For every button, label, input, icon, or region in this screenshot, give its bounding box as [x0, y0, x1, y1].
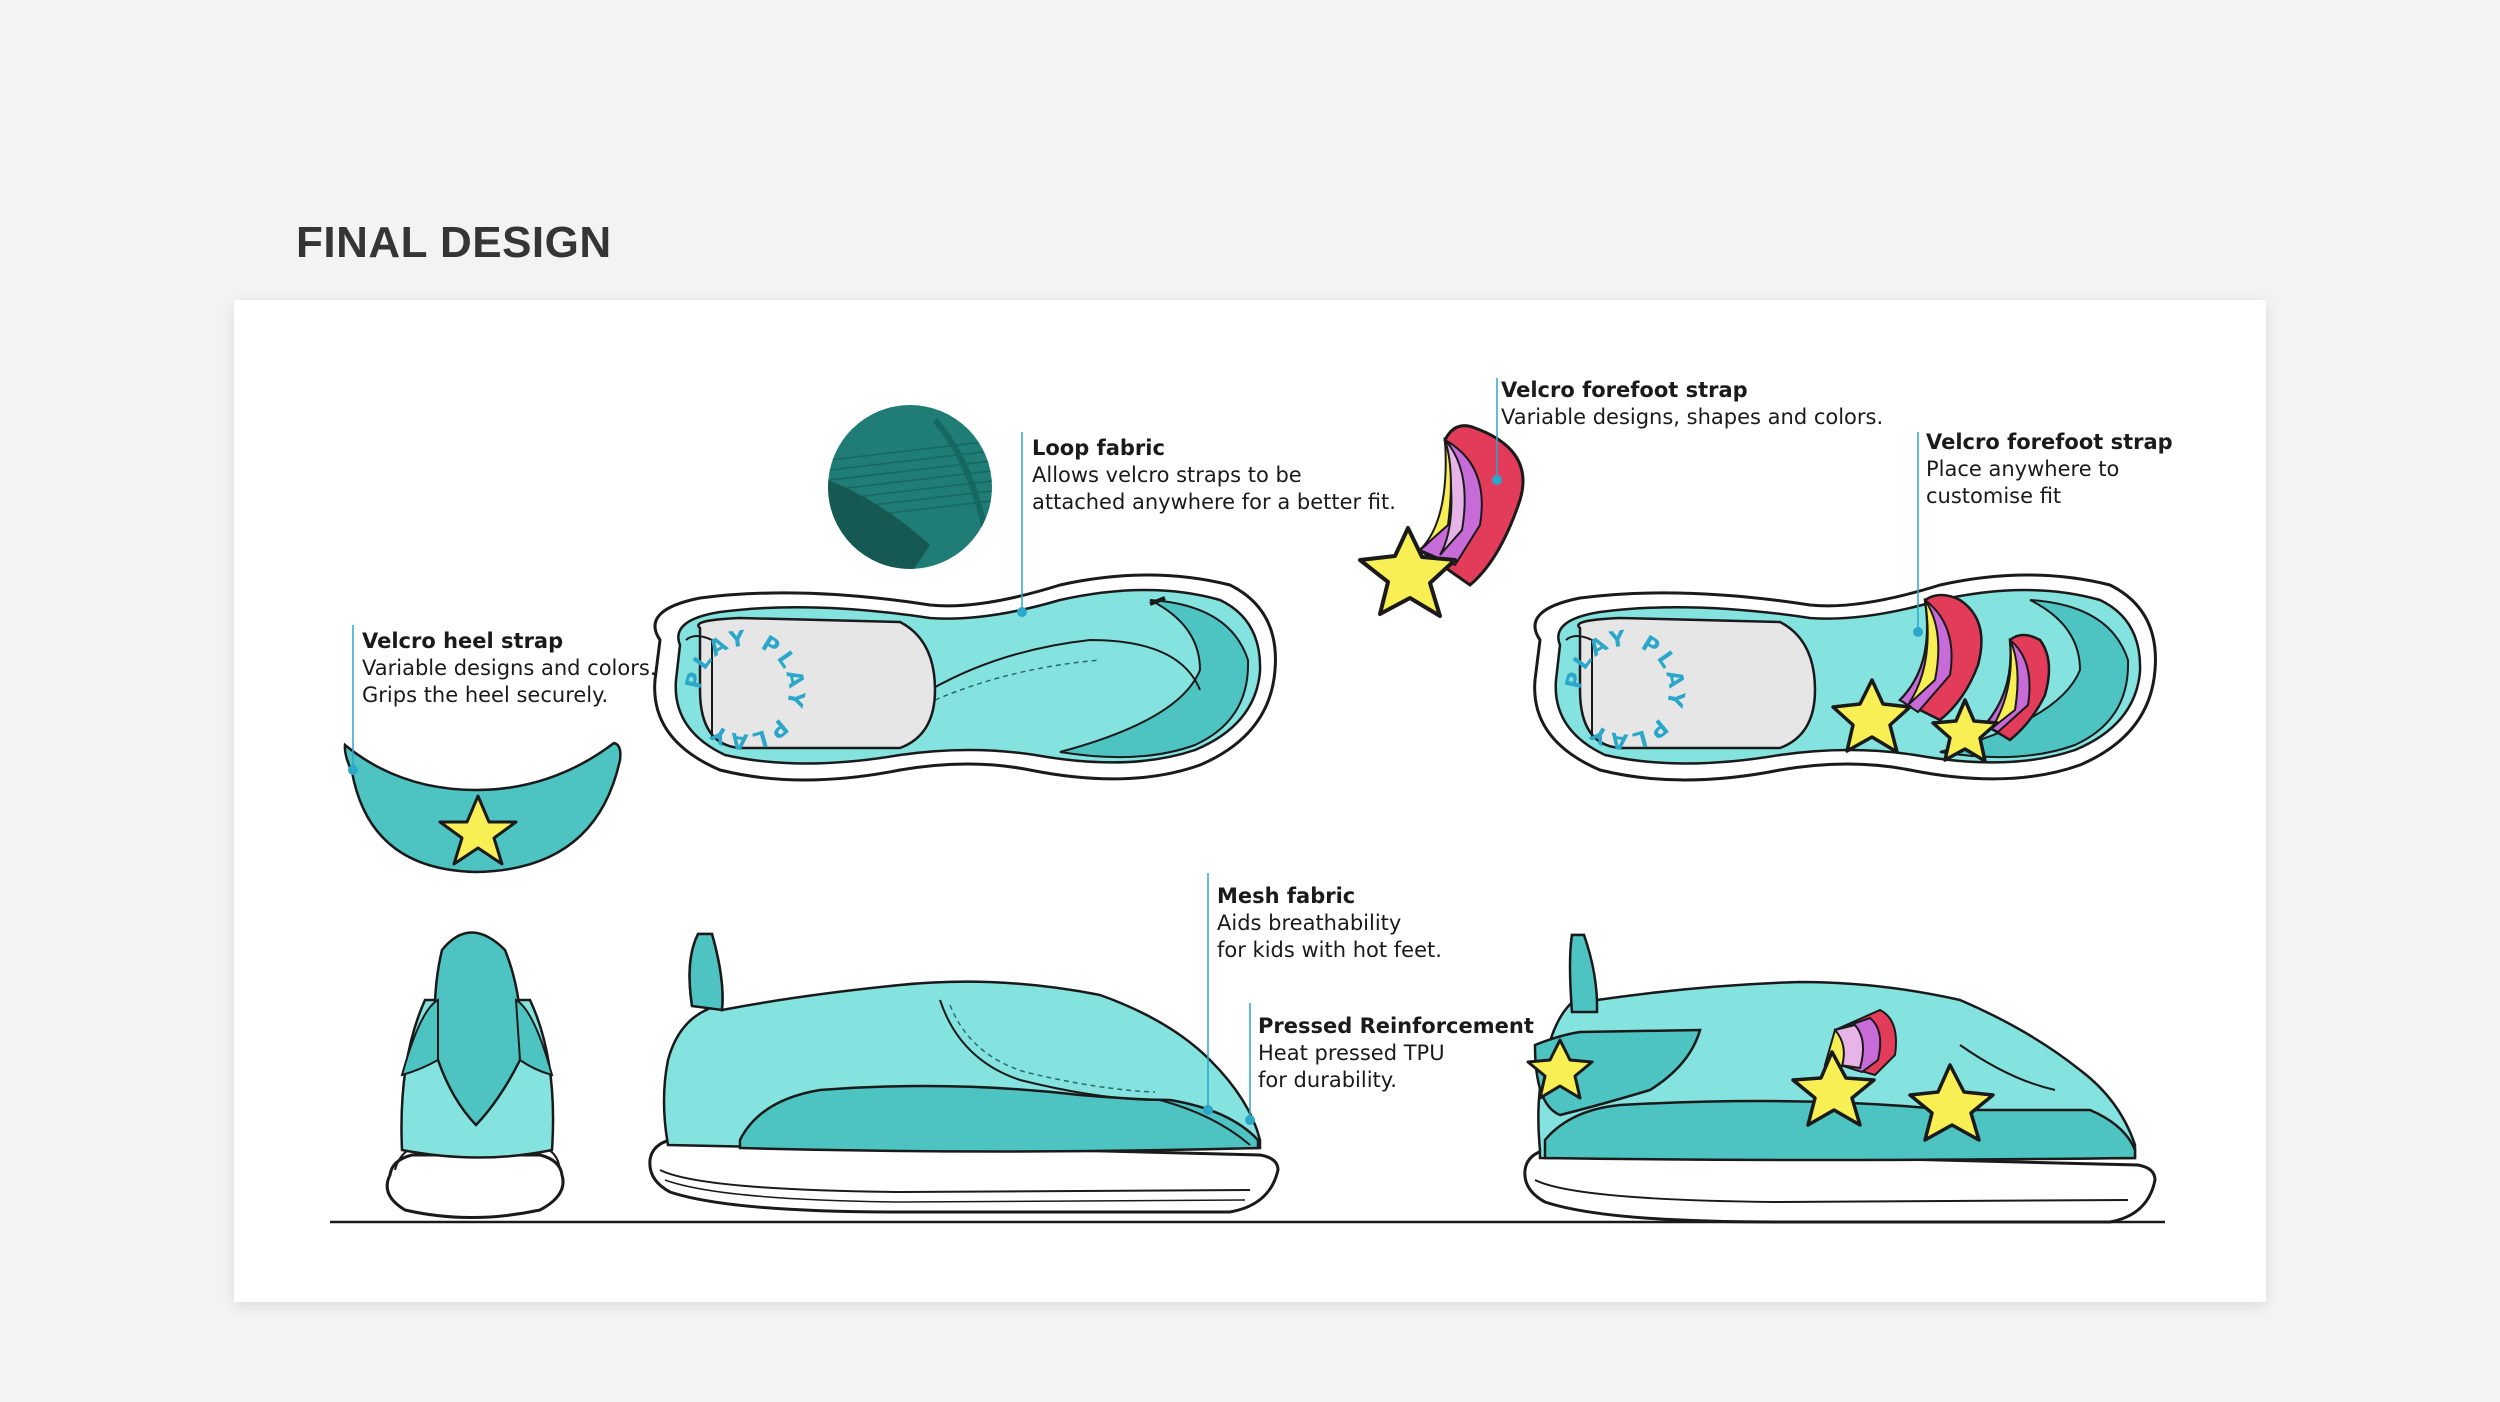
callout-heel-strap: Velcro heel strap Variable designs and c… [362, 628, 657, 709]
side-view-shoe-with-straps [1523, 933, 2157, 1224]
side-view-shoe [648, 932, 1280, 1214]
callout-text: Place anywhere to customise fit [1926, 457, 2120, 508]
loop-fabric-swatch [828, 405, 992, 569]
callout-heading: Pressed Reinforcement [1258, 1014, 1534, 1038]
callout-pressed-reinforcement: Pressed Reinforcement Heat pressed TPU f… [1258, 1013, 1534, 1094]
star-icon [1358, 526, 1457, 618]
callout-text: Variable designs, shapes and colors. [1501, 405, 1884, 429]
star-icon [1791, 1050, 1876, 1127]
callout-heading: Velcro forefoot strap [1926, 430, 2173, 454]
callout-velcro-forefoot-strap: Velcro forefoot strap Variable designs, … [1501, 377, 1883, 431]
callout-velcro-forefoot-placement: Velcro forefoot strap Place anywhere to … [1926, 429, 2173, 510]
callout-lines [352, 378, 1919, 1120]
top-view-shoe: PLAY PLAY PLAY [653, 573, 1277, 782]
callout-heading: Velcro heel strap [362, 629, 564, 653]
back-view-shoe [385, 931, 565, 1219]
callout-mesh-fabric: Mesh fabric Aids breathability for kids … [1217, 883, 1442, 964]
callout-text: Aids breathability for kids with hot fee… [1217, 911, 1442, 962]
star-icon [1908, 1063, 1995, 1142]
star-icon [1931, 698, 1999, 763]
callout-text: Variable designs and colors. Grips the h… [362, 656, 657, 707]
callout-text: Allows velcro straps to be attached anyw… [1032, 463, 1396, 514]
callout-dots [348, 475, 1923, 1125]
callout-heading: Velcro forefoot strap [1501, 378, 1748, 402]
callout-heading: Mesh fabric [1217, 884, 1356, 908]
heel-strap [343, 741, 622, 874]
star-icon [1831, 678, 1912, 754]
callout-loop-fabric: Loop fabric Allows velcro straps to be a… [1032, 435, 1396, 516]
star-icon [1526, 1038, 1594, 1100]
page-title: FINAL DESIGN [296, 218, 612, 267]
top-view-shoe-with-straps: PLAY PLAY PLAY [1533, 573, 2157, 782]
star-icon [438, 794, 518, 866]
callout-heading: Loop fabric [1032, 436, 1165, 460]
callout-text: Heat pressed TPU for durability. [1258, 1041, 1445, 1092]
